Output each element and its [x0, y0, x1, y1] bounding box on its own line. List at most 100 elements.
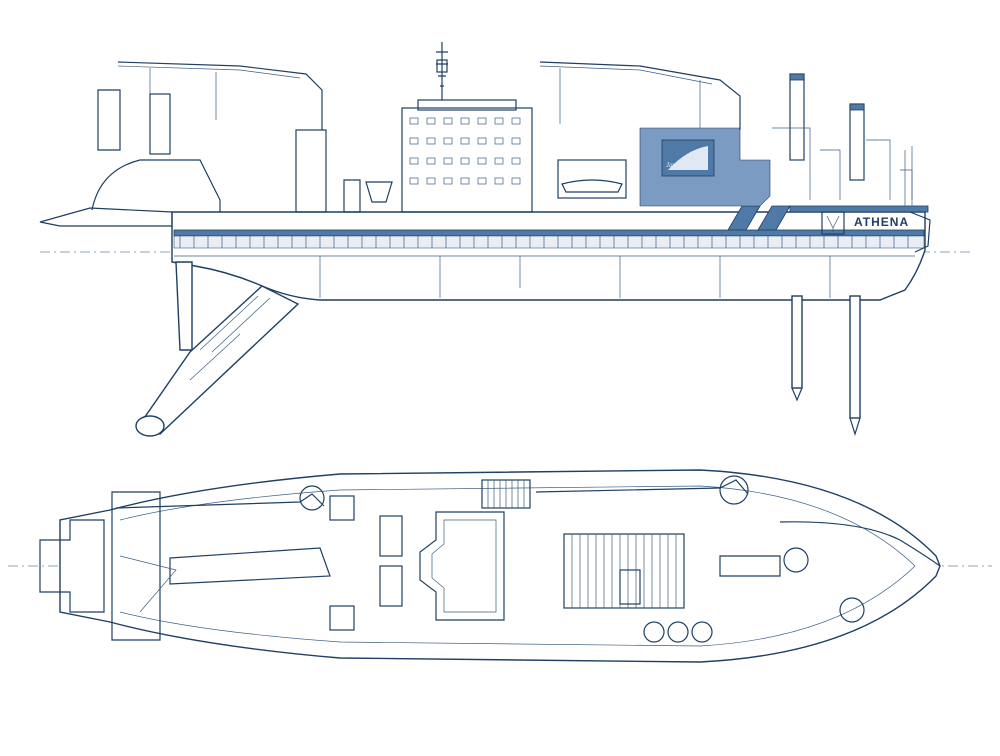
tank-2: [667, 621, 689, 643]
window: [494, 177, 504, 185]
winch-1: [379, 515, 403, 557]
fore-crane-boom-plan: [535, 479, 749, 495]
window: [426, 177, 436, 185]
window: [477, 117, 487, 125]
fore-crane-boom-lower: [539, 65, 713, 85]
stern-gantry-plan: [111, 491, 161, 641]
suction-ladder-hanger: [175, 261, 193, 351]
winch-2: [379, 565, 403, 607]
window: [477, 137, 487, 145]
window: [511, 157, 521, 165]
dredge-head: [135, 415, 165, 437]
stern-well: [39, 519, 105, 613]
window: [426, 117, 436, 125]
window: [443, 137, 453, 145]
window: [426, 137, 436, 145]
hull-plan: [59, 469, 941, 663]
tank-3: [691, 621, 713, 643]
aft-crane-boom-lower: [117, 65, 301, 79]
fore-crane: [539, 61, 741, 130]
logo-wave-icon: [668, 146, 708, 170]
main-mast: [436, 42, 448, 100]
fore-crane-slew: [719, 475, 749, 505]
window: [477, 177, 487, 185]
emblem-icon: [826, 215, 840, 232]
deck-machinery-1: [329, 495, 355, 521]
stack-1-band: [789, 73, 805, 81]
window: [409, 117, 419, 125]
aft-crane: [91, 61, 327, 213]
plan-view: [8, 469, 992, 663]
exhaust-stack-2: [849, 103, 865, 181]
window: [477, 157, 487, 165]
tank-1: [643, 621, 665, 643]
aft-gantry-arm: [91, 159, 221, 212]
deck-edge: [119, 485, 916, 647]
suction-ladder: [138, 285, 300, 435]
window: [443, 157, 453, 165]
aft-crane-slew: [299, 485, 325, 511]
bulwark-ticks: [179, 236, 909, 248]
deck-winch: [343, 179, 361, 213]
aft-crane-pedestal: [295, 129, 327, 213]
pump-2: [839, 597, 865, 623]
pump-1: [783, 547, 809, 573]
spud-tip-2: [849, 417, 861, 437]
deck-machinery-2: [329, 605, 355, 631]
window: [443, 177, 453, 185]
aft-gantry: [97, 89, 121, 151]
central-hold: [419, 511, 505, 621]
window: [511, 137, 521, 145]
fore-mast: [904, 146, 913, 206]
logo-text: Jan De Nul: [666, 161, 698, 169]
window: [511, 177, 521, 185]
accommodation-block: [401, 107, 533, 213]
suction-arm: [119, 555, 177, 613]
ladder-structure: [189, 295, 271, 381]
window: [409, 157, 419, 165]
stern-ramp: [39, 207, 173, 227]
hatch-cover: [619, 569, 641, 605]
hopper-chute: [365, 181, 393, 203]
suction-pipe-plan: [169, 547, 331, 585]
emblem-box: [821, 211, 845, 235]
hatch-grid: [563, 533, 685, 609]
window: [460, 177, 470, 185]
window: [460, 137, 470, 145]
lifeboat: [561, 179, 623, 193]
accommodation-windows: [409, 117, 521, 185]
bulwark-band: [173, 235, 925, 249]
window: [409, 177, 419, 185]
a-frame-post: [149, 93, 171, 155]
window: [443, 117, 453, 125]
mast-radar: [436, 59, 448, 73]
side-elevation: ATHENA Jan De Nul: [39, 42, 970, 437]
window: [460, 117, 470, 125]
hull-stripe: [173, 229, 925, 237]
central-hold-inner: [431, 519, 497, 613]
stack-2-band: [849, 103, 865, 111]
bow-stem: [909, 211, 931, 253]
spud-tip-1: [791, 387, 803, 402]
window: [426, 157, 436, 165]
fore-hatch: [563, 533, 685, 609]
aft-crane-boom: [117, 61, 323, 130]
bridge-top: [417, 99, 517, 111]
bow-pipe: [779, 521, 941, 567]
stack-piping: [772, 127, 913, 200]
vessel-name: ATHENA: [854, 215, 909, 229]
aft-crane-boom-plan: [115, 493, 325, 509]
lifeboat-bay: [557, 159, 627, 199]
fore-crane-hoist: [559, 68, 701, 128]
exhaust-stack-1: [789, 73, 805, 161]
aft-hatch-grid: [487, 480, 525, 508]
foredeck-band: [789, 205, 929, 213]
window: [494, 117, 504, 125]
window: [494, 137, 504, 145]
window: [460, 157, 470, 165]
spud-pole-2: [849, 295, 861, 419]
spud-pole-1: [791, 295, 803, 389]
window: [494, 157, 504, 165]
window: [511, 117, 521, 125]
